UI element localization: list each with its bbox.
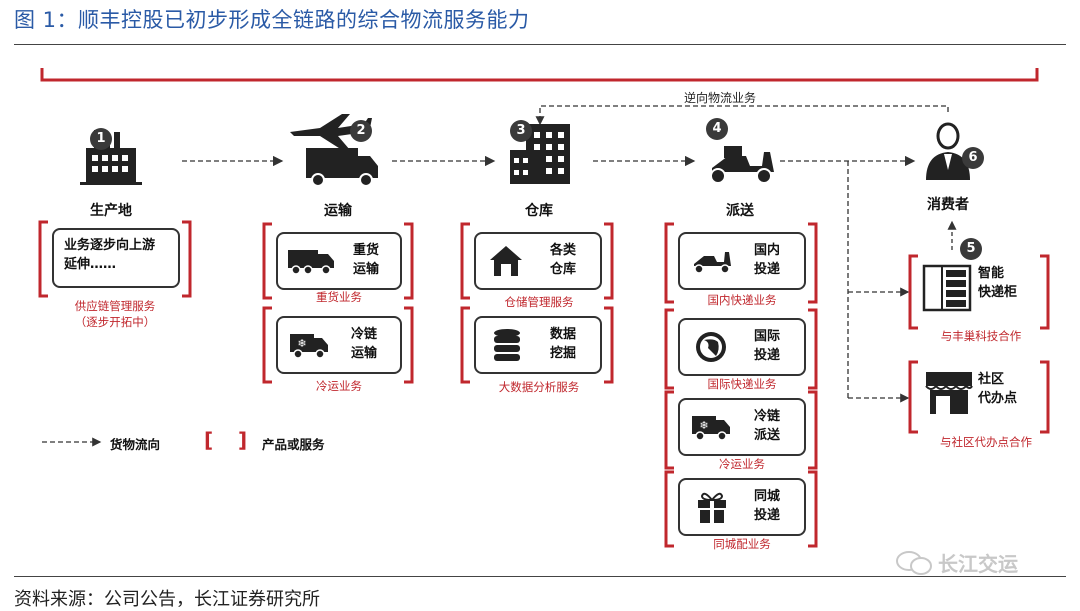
wechat-icon xyxy=(896,551,932,575)
production-caption-2: （逐步开拓中） xyxy=(74,315,156,329)
truck-icon xyxy=(288,250,334,275)
smart-locker-line2: 快递柜 xyxy=(978,285,1018,300)
international-delivery-line2: 投递 xyxy=(753,348,780,363)
heavy-freight-line2: 运输 xyxy=(352,262,379,277)
cold-chain-transport-line2: 运输 xyxy=(350,346,377,361)
consumer-person-icon xyxy=(926,122,970,180)
stage-label-transport: 运输 xyxy=(324,203,352,219)
cold-chain-transport-caption: 冷运业务 xyxy=(316,379,362,393)
domestic-delivery-caption: 国内快递业务 xyxy=(707,293,777,307)
svg-text:❄: ❄ xyxy=(297,337,306,350)
stage-label-production: 生产地 xyxy=(90,203,132,219)
cold-chain-delivery-caption: 冷运业务 xyxy=(719,457,765,471)
warehouses-caption: 仓储管理服务 xyxy=(504,295,574,309)
cold-chain-truck-icon: ❄ xyxy=(290,334,328,359)
cold-chain-delivery-line1: 冷链 xyxy=(753,409,780,424)
domestic-delivery-line1: 国内 xyxy=(753,243,780,258)
legend-bracket-right: ] xyxy=(238,428,248,452)
service-smart-locker: 智能 快递柜 xyxy=(922,262,1034,318)
source-note: 资料来源：公司公告，长江证券研究所 xyxy=(14,589,320,610)
locker-icon xyxy=(922,264,972,312)
production-service-box: 业务逐步向上游 延伸…… xyxy=(52,228,180,288)
intracity-delivery-line2: 投递 xyxy=(753,508,780,523)
community-agent-line1: 社区 xyxy=(978,372,1005,387)
community-agent-line2: 代办点 xyxy=(978,391,1018,406)
smart-locker-line1: 智能 xyxy=(978,266,1005,281)
scooter-small-icon xyxy=(694,252,731,274)
data-mining-line2: 挖掘 xyxy=(549,346,576,361)
service-data-mining: 数据 挖掘 xyxy=(474,316,602,374)
international-delivery-line1: 国际 xyxy=(753,329,780,344)
data-mining-line1: 数据 xyxy=(549,327,576,342)
cold-chain-delivery-line2: 派送 xyxy=(753,428,780,443)
header-rule xyxy=(14,44,1066,45)
legend-bracket-left: [ xyxy=(204,428,214,452)
service-intracity-delivery: 同城 投递 xyxy=(678,478,806,536)
service-domestic-delivery: 国内 投递 xyxy=(678,232,806,290)
reverse-flow-arrow xyxy=(535,105,949,126)
service-cold-chain-delivery: ❄ 冷链 派送 xyxy=(678,398,806,456)
cold-chain-transport-line1: 冷链 xyxy=(350,327,377,342)
smart-locker-caption: 与丰巢科技合作 xyxy=(940,329,1022,343)
heavy-freight-caption: 重货业务 xyxy=(316,290,362,304)
stage-label-delivery: 派送 xyxy=(726,203,754,219)
gift-icon xyxy=(698,492,726,523)
stage-number-1: 1 xyxy=(90,128,112,150)
stage-number-6: 6 xyxy=(962,147,984,169)
house-icon xyxy=(490,246,522,276)
domestic-delivery-line2: 投递 xyxy=(753,262,780,277)
community-agent-caption: 与社区代办点合作 xyxy=(940,435,1032,449)
production-caption-1: 供应链管理服务 xyxy=(74,299,156,313)
service-international-delivery: 国际 投递 xyxy=(678,318,806,376)
watermark-text: 长江交运 xyxy=(938,552,1018,576)
heavy-freight-line1: 重货 xyxy=(352,243,379,258)
stage-label-consumer: 消费者 xyxy=(927,197,969,213)
footer-rule xyxy=(14,576,1066,577)
stage-number-2: 2 xyxy=(350,120,372,142)
scooter-icon xyxy=(710,146,774,184)
top-red-bracket xyxy=(40,68,1039,82)
svg-text:❄: ❄ xyxy=(699,419,708,432)
stage-label-warehouse: 仓库 xyxy=(525,203,553,219)
warehouses-line1: 各类 xyxy=(549,243,576,258)
production-line1: 业务逐步向上游 xyxy=(64,238,156,253)
storefront-icon xyxy=(925,372,973,414)
service-community-agent: 社区 代办点 xyxy=(922,368,1034,424)
stage-number-3: 3 xyxy=(510,120,532,142)
production-line2: 延伸…… xyxy=(64,257,117,272)
database-icon xyxy=(494,329,520,361)
intracity-delivery-line1: 同城 xyxy=(753,489,780,504)
warehouses-line2: 仓库 xyxy=(549,262,576,277)
warehouse-building-icon xyxy=(510,124,570,184)
reverse-flow-label: 逆向物流业务 xyxy=(684,91,757,105)
international-delivery-caption: 国际快递业务 xyxy=(707,377,777,391)
data-mining-caption: 大数据分析服务 xyxy=(498,380,580,394)
service-warehouses: 各类 仓库 xyxy=(474,232,602,290)
legend-product-label: 产品或服务 xyxy=(262,437,325,452)
plane-truck-icon xyxy=(290,114,378,187)
service-heavy-freight: 重货 运输 xyxy=(276,232,402,290)
stage-number-4: 4 xyxy=(706,118,728,140)
figure-title: 图 1：顺丰控股已初步形成全链路的综合物流服务能力 xyxy=(14,8,530,32)
stage-number-5: 5 xyxy=(960,238,982,260)
legend-flow-label: 货物流向 xyxy=(110,437,161,452)
service-cold-chain-transport: ❄ 冷链 运输 xyxy=(276,316,402,374)
intracity-delivery-caption: 同城配业务 xyxy=(713,537,771,551)
cold-chain-truck-icon: ❄ xyxy=(692,416,730,441)
globe-icon xyxy=(696,332,726,362)
